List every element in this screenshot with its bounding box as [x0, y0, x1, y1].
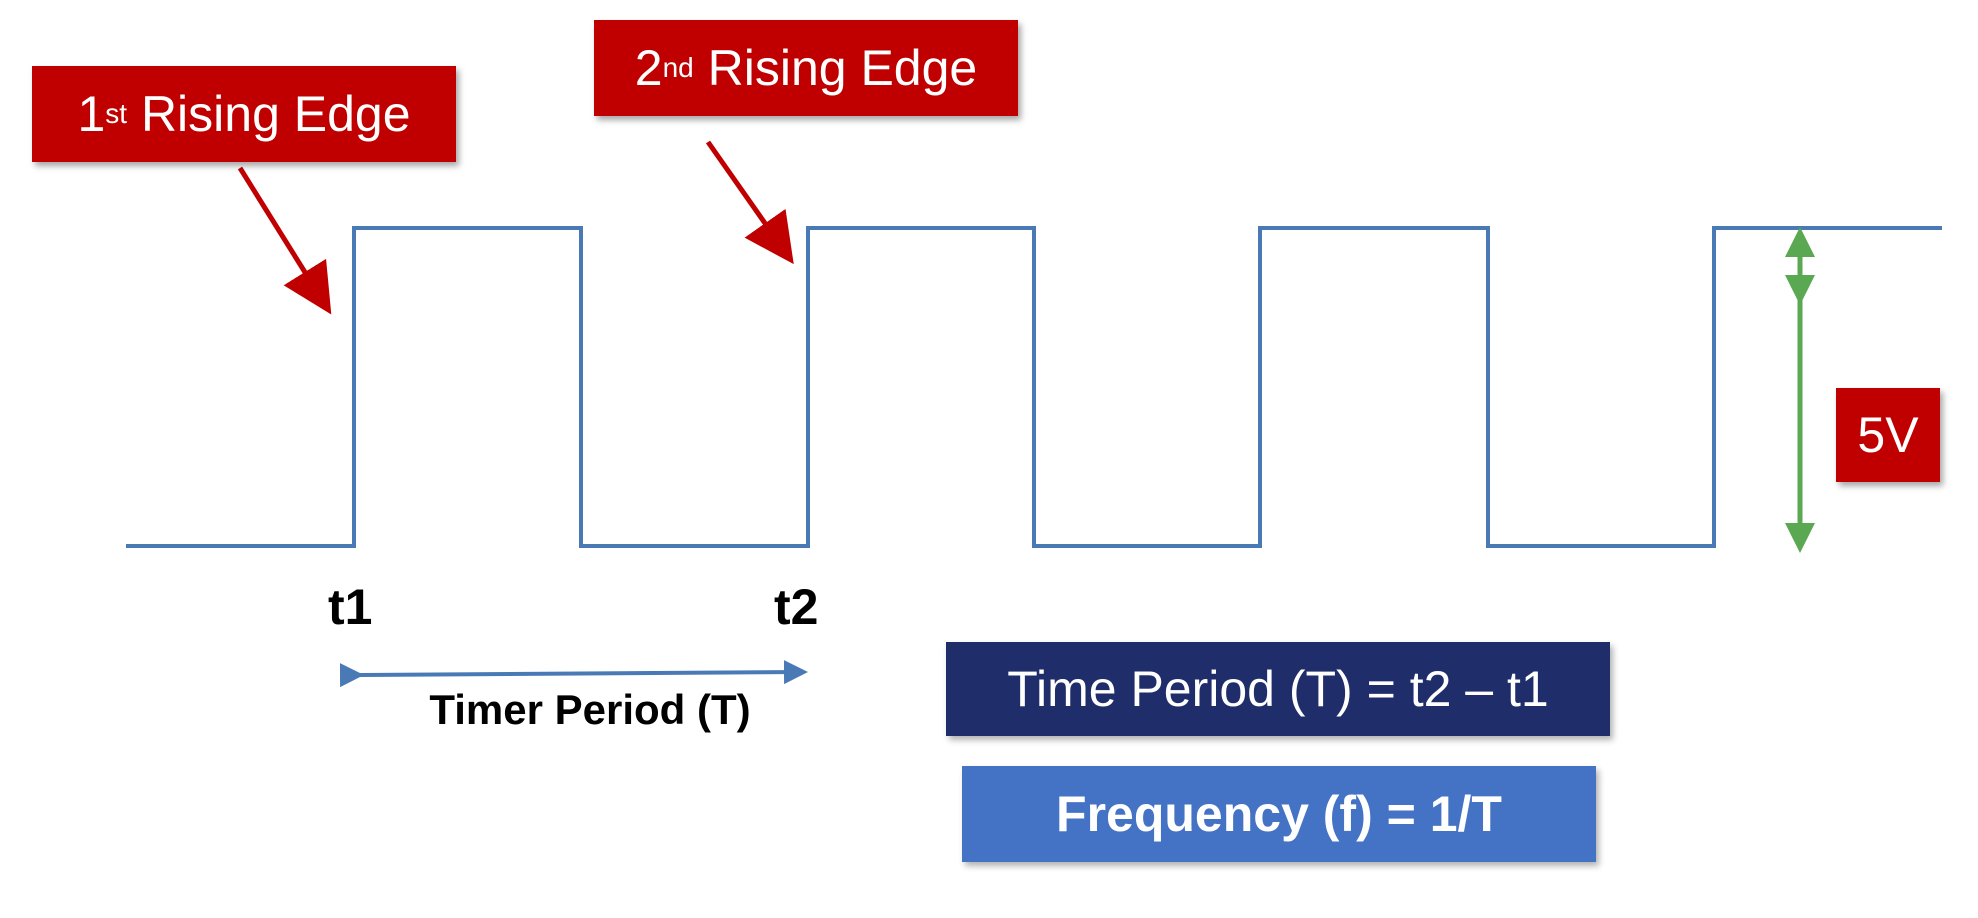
timer-period-label: Timer Period (T) — [429, 686, 751, 733]
square-wave-line — [126, 226, 1942, 548]
edge2-number: 2 — [634, 40, 663, 96]
t1-label: t1 — [328, 579, 373, 635]
edge2-pointer-arrow — [705, 140, 794, 265]
edge1-number: 1 — [77, 86, 106, 142]
time-period-formula-box: Time Period (T) = t2 – t1 — [946, 642, 1610, 736]
voltage-label: 5V — [1836, 388, 1940, 482]
edge1-pointer-arrow — [237, 166, 332, 315]
edge2-text: Rising Edge — [693, 40, 978, 96]
t2-label: t2 — [774, 579, 819, 635]
period-double-arrow — [339, 660, 808, 688]
edge1-text: Rising Edge — [127, 86, 411, 142]
frequency-formula-box: Frequency (f) = 1/T — [962, 766, 1596, 862]
